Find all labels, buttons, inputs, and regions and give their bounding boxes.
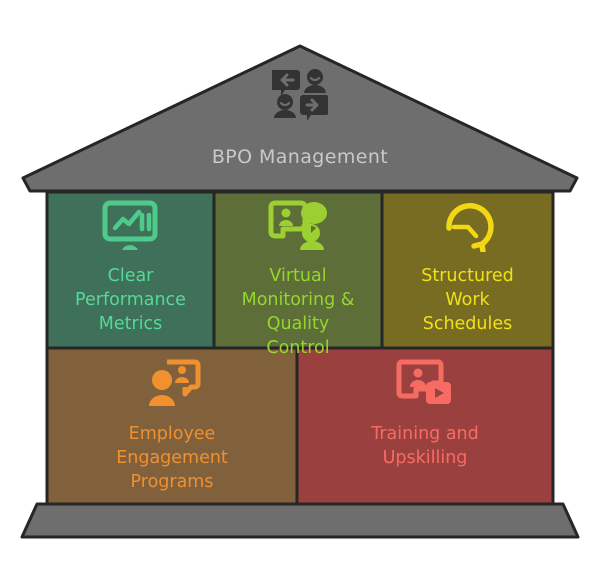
pillar-structured-work-schedules[interactable] [380,190,555,350]
training-icon-holder [395,358,453,414]
screen-person-chat-icon [268,200,327,250]
schedules-icon-holder [440,200,498,256]
pillar-training-and-upskilling[interactable] [295,346,555,506]
monitor-chart-icon [102,200,158,250]
screen-person-play-icon [396,359,451,404]
roof-icon-holder [270,68,329,126]
pillar-clear-performance-metrics[interactable] [45,190,216,350]
monitoring-icon-holder [268,200,328,256]
history-clock-arrow-icon [446,203,494,255]
engagement-icon-holder [144,358,202,414]
metrics-icon-holder [101,200,159,256]
pillar-employee-engagement-programs[interactable] [45,346,299,506]
people-chat-exchange-icon [270,69,329,121]
person-screen-presenter-icon [149,359,201,406]
pillar-virtual-monitoring-quality-control[interactable] [212,190,384,350]
base-shape [20,502,580,539]
